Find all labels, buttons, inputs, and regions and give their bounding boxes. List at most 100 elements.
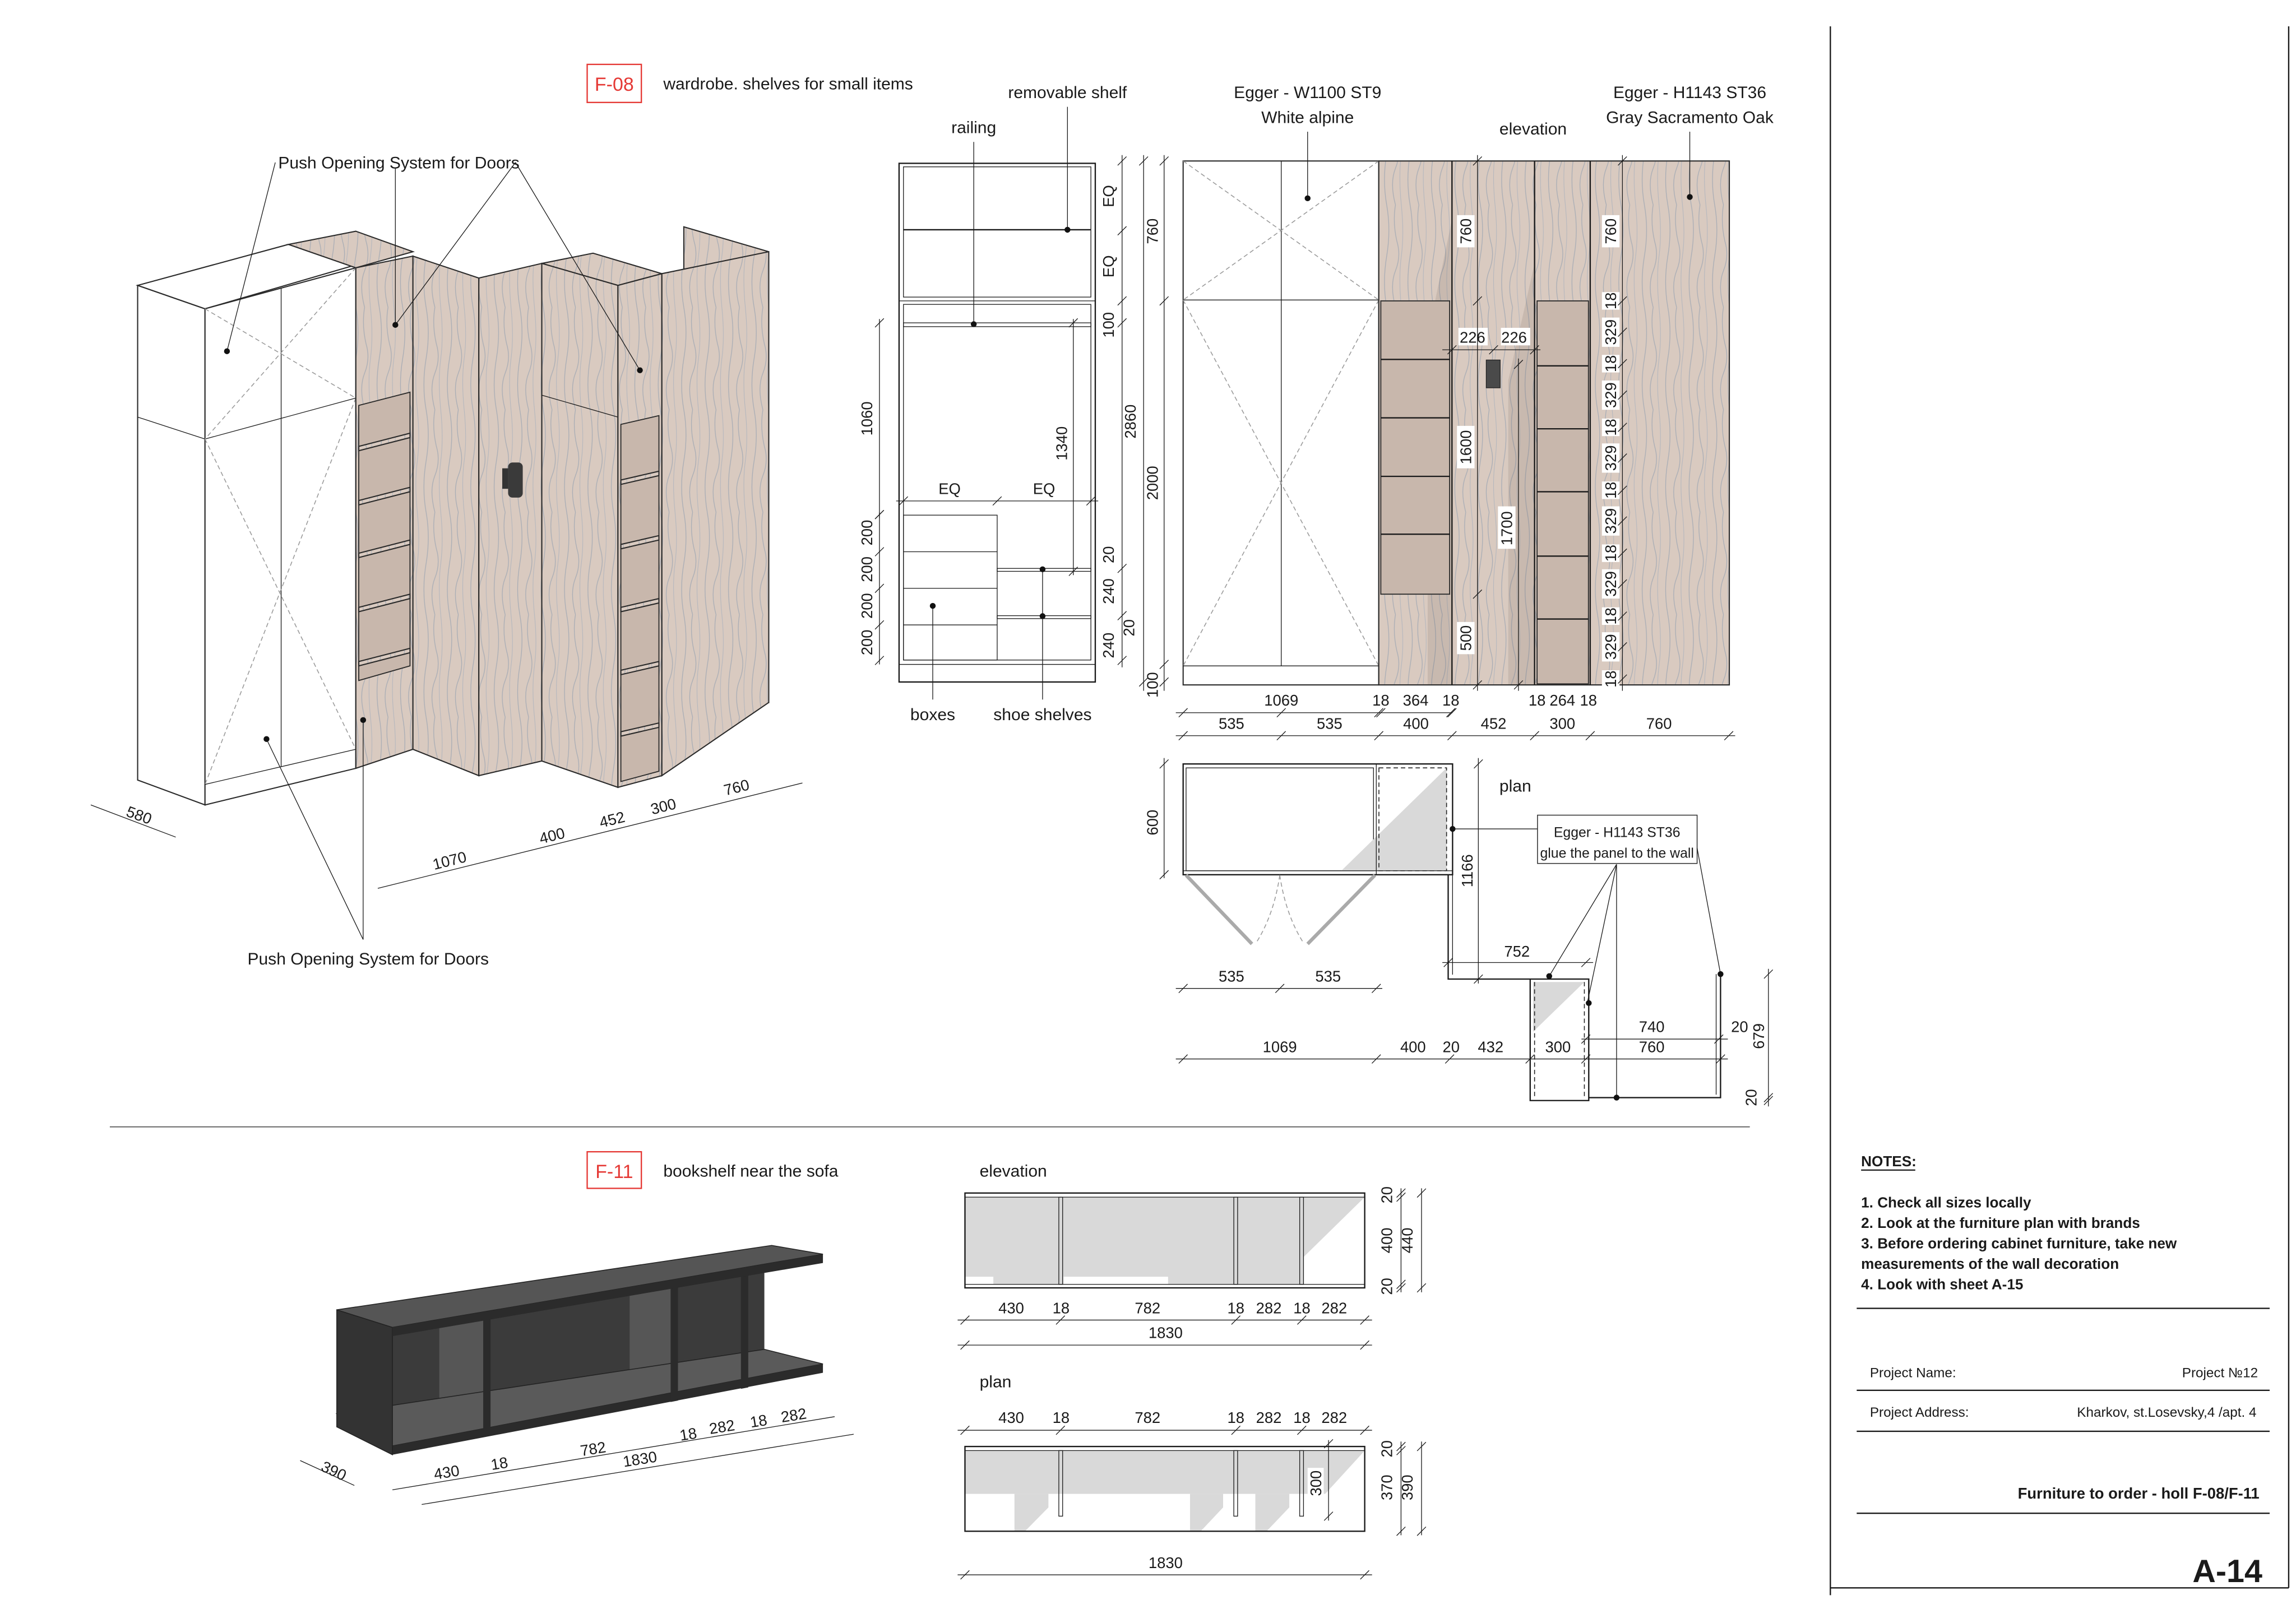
- f08-isometric: Push Opening System for Doors Push Openi…: [90, 154, 803, 968]
- sheet-title: Furniture to order - holl F-08/F-11: [2018, 1485, 2260, 1502]
- dimension-tick: [1473, 296, 1483, 306]
- note-line: measurements of the wall decoration: [1861, 1255, 2119, 1272]
- plan-title: plan: [1499, 777, 1531, 796]
- dimension-tick: [1417, 1441, 1427, 1452]
- notes-heading: NOTES:: [1861, 1153, 1917, 1170]
- dim: 430: [998, 1300, 1024, 1317]
- dim: 282: [1256, 1300, 1282, 1317]
- dimension-tick: [874, 318, 885, 328]
- dimension-tick: [1581, 1054, 1591, 1064]
- note-line: 2. Look at the furniture plan with brand…: [1861, 1214, 2140, 1231]
- dimension-tick: [1513, 359, 1524, 369]
- dim: 760: [1646, 715, 1672, 732]
- dimension-tick: [1618, 453, 1627, 463]
- wood-door-panel: [541, 262, 619, 789]
- dimension-tick: [1275, 984, 1285, 994]
- dimension-tick: [1417, 1283, 1427, 1293]
- dim: 782: [1135, 1300, 1160, 1317]
- dim-label-bg: [1601, 544, 1620, 562]
- shelf-box-1: [1380, 300, 1451, 595]
- shelf-dim: 18: [1602, 482, 1619, 499]
- dim: 535: [1219, 715, 1244, 732]
- dimension-tick: [1117, 611, 1127, 620]
- wall-lamp-icon: [1485, 359, 1501, 388]
- dim: 282: [780, 1404, 808, 1426]
- dimension-tick: [1276, 708, 1286, 718]
- dimension-tick: [992, 496, 1002, 506]
- dimension-tick: [1618, 611, 1627, 621]
- dimension-tick: [1396, 1192, 1406, 1202]
- dimension-tick: [1618, 156, 1627, 166]
- shelf-dim: 329: [1602, 445, 1619, 471]
- open-shelves-2: [620, 470, 660, 737]
- dim: 240: [1100, 633, 1117, 659]
- push-opening-label-top: Push Opening System for Doors: [278, 154, 519, 172]
- dim: 282: [1321, 1300, 1347, 1317]
- dimension-tick: [1086, 496, 1096, 506]
- dim: 364: [1403, 692, 1429, 709]
- side-panel: [336, 1309, 393, 1455]
- iso-width-dim: 760: [722, 776, 751, 799]
- f11-plan-title: plan: [980, 1373, 1012, 1392]
- dim: 18: [1053, 1409, 1070, 1426]
- shelf-dim: 329: [1602, 508, 1619, 534]
- dimension-tick: [1117, 318, 1127, 328]
- dimension-tick: [1618, 359, 1627, 369]
- dim: 20: [1100, 546, 1117, 563]
- dim: 1060: [858, 401, 876, 435]
- dim-label-bg: [1601, 506, 1620, 536]
- f08-plan: plan Egger - H1143 ST36 glue the panel t…: [1144, 763, 1767, 1106]
- dim: EQ: [1033, 480, 1056, 498]
- dim: 20: [1743, 1089, 1760, 1106]
- material-oak-name: Gray Sacramento Oak: [1606, 108, 1774, 127]
- f11-title: bookshelf near the sofa: [663, 1162, 838, 1181]
- dimension-tick: [1473, 680, 1483, 690]
- dimension-tick: [1618, 390, 1627, 400]
- wood-side-panel: [412, 255, 480, 777]
- project-name: Project №12: [2182, 1365, 2258, 1380]
- elevation-title: elevation: [1499, 120, 1567, 138]
- dim: 782: [1135, 1409, 1160, 1426]
- dim: 20: [1121, 619, 1138, 636]
- f08-title: wardrobe. shelves for small items: [663, 75, 913, 93]
- open-shelves: [358, 432, 411, 667]
- dim: 300: [1307, 1471, 1325, 1496]
- dimension-tick: [1159, 677, 1169, 687]
- dim-label-bg: [1601, 670, 1620, 688]
- f11-tag: F-11: [595, 1161, 633, 1183]
- dim: 200: [858, 630, 876, 656]
- dimension-tick: [1417, 1188, 1427, 1198]
- shelf-dim: 18: [1602, 670, 1619, 687]
- dimension-tick: [1159, 870, 1169, 880]
- dim: 370: [1378, 1474, 1395, 1500]
- divider: [740, 1273, 748, 1389]
- dim: 18: [1372, 692, 1389, 709]
- dim: 18: [1053, 1300, 1070, 1317]
- sheet-frame: [109, 26, 2290, 1596]
- dim: 679: [1750, 1023, 1767, 1049]
- dim: 400: [1403, 715, 1429, 732]
- dim: 760: [1144, 219, 1161, 244]
- dimension-tick: [1763, 969, 1774, 979]
- dim: 535: [1317, 715, 1343, 732]
- shelf-dim: 18: [1602, 293, 1619, 309]
- dim: 282: [1256, 1409, 1282, 1426]
- dim: 400: [1400, 1038, 1426, 1056]
- shelf-dim: 18: [1602, 608, 1619, 624]
- dimension-tick: [1231, 1315, 1241, 1325]
- dim: 600: [1144, 810, 1161, 836]
- dim-label-bg: [1601, 317, 1620, 347]
- dimension-tick: [1446, 708, 1456, 718]
- dim: 2000: [1144, 466, 1161, 500]
- wall-lamp-icon: [502, 462, 523, 498]
- dimension-tick: [1376, 708, 1386, 718]
- dimension-tick: [1489, 345, 1498, 355]
- dim: 20: [1378, 1440, 1395, 1457]
- material-oak-code: Egger - H1143 ST36: [1613, 84, 1766, 102]
- dim-label-bg: [1601, 632, 1620, 662]
- dimension-tick: [1396, 1283, 1406, 1293]
- dimension-tick: [1396, 1441, 1406, 1452]
- callout-material: Egger - H1143 ST36: [1554, 826, 1681, 841]
- dimension-tick: [1447, 731, 1457, 741]
- dim: 18: [489, 1454, 509, 1473]
